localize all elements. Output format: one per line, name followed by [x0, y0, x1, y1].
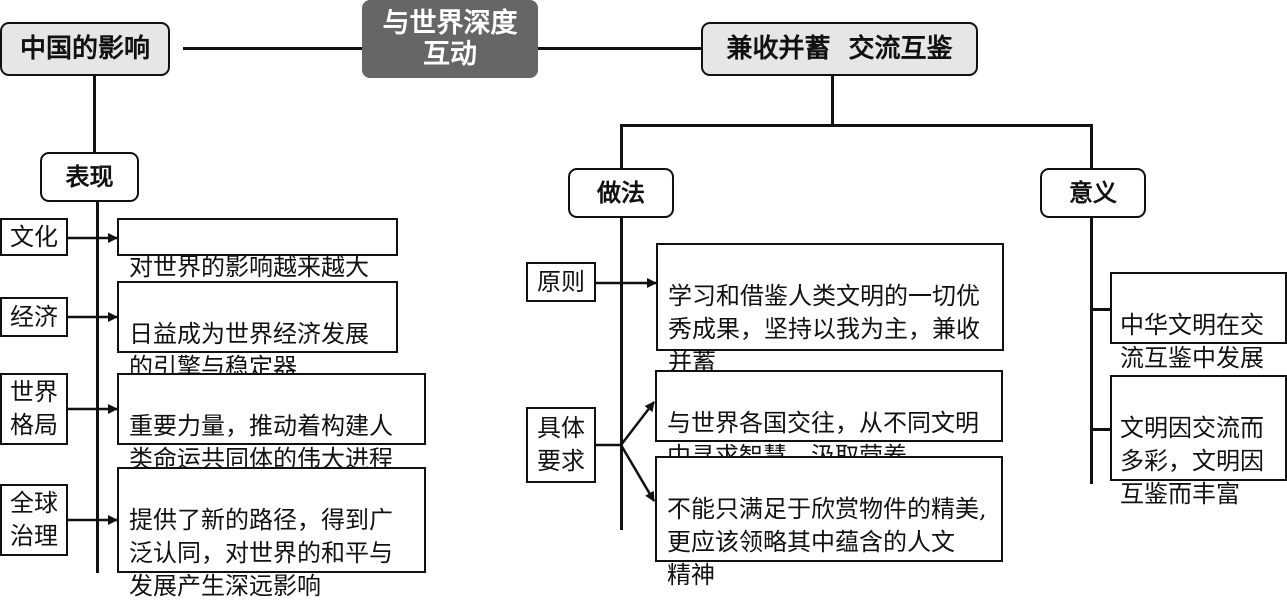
item-text: 文明因交流而 多彩，文明因 互鉴而丰富: [1120, 414, 1264, 508]
item-text: 重要力量，推动着构建人 类命运共同体的伟大进程: [129, 412, 393, 473]
connector-right-branch: [620, 124, 1092, 127]
connector-left-title-down: [93, 74, 96, 154]
central-topic-line2: 互动: [423, 39, 477, 70]
left-item-text-culture[interactable]: 对世界的影响越来越大: [117, 218, 398, 281]
connector-significance-spine: [1090, 216, 1093, 484]
connector-right-title-down: [831, 74, 834, 126]
label-text: 经济: [10, 302, 58, 331]
label-text: 具体 要求: [537, 414, 585, 475]
left-item-label-culture[interactable]: 文化: [0, 218, 68, 256]
significance-item-2[interactable]: 文明因交流而 多彩，文明因 互鉴而丰富: [1110, 375, 1287, 508]
left-item-label-world-pattern[interactable]: 世界 格局: [0, 373, 68, 445]
connector-practice-spine: [620, 216, 623, 530]
left-item-text-global-governance[interactable]: 提供了新的路径，得到广 泛认同，对世界的和平与 发展产生深远影响: [117, 467, 426, 600]
connector-left-title-center: [183, 47, 363, 50]
practice-category-label: 做法: [597, 179, 645, 207]
left-category-label: 表现: [65, 163, 114, 191]
significance-item-1[interactable]: 中华文明在交 流互鉴中发展: [1110, 272, 1287, 372]
arrow-layer: [68, 233, 657, 525]
left-topic-label: 中国的影响: [19, 34, 150, 64]
item-text: 不能只满足于欣赏物件的精美, 更应该领略其中蕴含的人文 精神: [667, 495, 987, 589]
right-topic-label: 兼收并蓄 交流互鉴: [726, 34, 953, 64]
arrow-requirement-2: [619, 444, 656, 502]
principle-label[interactable]: 原则: [526, 262, 596, 302]
requirements-label[interactable]: 具体 要求: [526, 407, 596, 483]
label-text: 全球 治理: [10, 489, 58, 550]
significance-category-label: 意义: [1069, 179, 1117, 207]
requirement-item-1[interactable]: 与世界各国交往，从不同文明 中寻求智慧、汲取营养: [655, 370, 1003, 470]
connector-significance-item-1: [1090, 308, 1114, 311]
connector-practice-up: [620, 124, 623, 168]
item-text: 提供了新的路径，得到广 泛认同，对世界的和平与 发展产生深远影响: [129, 506, 393, 600]
label-text: 原则: [537, 267, 585, 296]
principle-text[interactable]: 学习和借鉴人类文明的一切优 秀成果，坚持以我为主，兼收 并蓄: [656, 243, 1004, 376]
item-text: 中华文明在交 流互鉴中发展: [1120, 311, 1264, 372]
label-text: 世界 格局: [10, 378, 58, 439]
central-topic-line1: 与世界深度: [382, 8, 518, 39]
left-item-label-economy[interactable]: 经济: [0, 297, 68, 337]
practice-category[interactable]: 做法: [568, 168, 674, 218]
right-topic[interactable]: 兼收并蓄 交流互鉴: [701, 22, 978, 76]
item-text: 对世界的影响越来越大: [129, 253, 369, 281]
left-item-text-world-pattern[interactable]: 重要力量，推动着构建人 类命运共同体的伟大进程: [117, 373, 426, 473]
left-item-label-global-governance[interactable]: 全球 治理: [0, 484, 68, 556]
significance-category[interactable]: 意义: [1040, 168, 1146, 218]
item-text: 学习和借鉴人类文明的一切优 秀成果，坚持以我为主，兼收 并蓄: [668, 282, 980, 376]
item-text: 日益成为世界经济发展 的引擎与稳定器: [129, 320, 369, 381]
connector-significance-up: [1090, 124, 1093, 168]
connector-center-right-title: [537, 47, 707, 50]
connector-left-spine: [96, 201, 99, 573]
requirement-item-2[interactable]: 不能只满足于欣赏物件的精美, 更应该领略其中蕴含的人文 精神: [655, 456, 1003, 589]
left-category[interactable]: 表现: [40, 152, 139, 202]
arrow-requirement-1: [620, 401, 655, 446]
left-item-text-economy[interactable]: 日益成为世界经济发展 的引擎与稳定器: [117, 281, 398, 381]
central-topic[interactable]: 与世界深度 互动: [362, 0, 538, 78]
label-text: 文化: [10, 222, 58, 251]
connector-significance-item-2: [1090, 428, 1114, 431]
left-topic[interactable]: 中国的影响: [0, 22, 170, 76]
